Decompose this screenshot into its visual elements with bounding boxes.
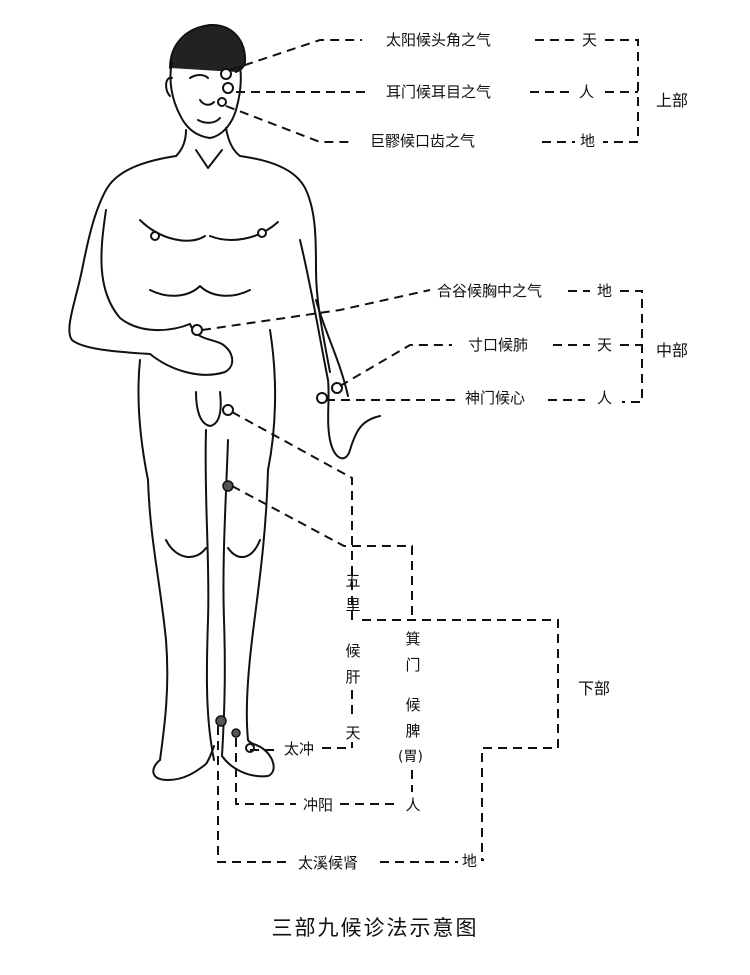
wuli-mid-2: 肝: [345, 668, 361, 686]
wuli-mid-1: 候: [345, 642, 361, 660]
lower-level-di: 地: [462, 852, 478, 870]
line-taiyang: [229, 39, 362, 71]
acupoints: [150, 68, 343, 753]
line-hegu: [201, 289, 431, 331]
jimen-level-ren: 人: [405, 796, 421, 814]
middle-label-cunkou: 寸口候肺: [468, 336, 529, 354]
middle-level-tian: 天: [597, 336, 613, 354]
jimen-mid-1: 候: [405, 696, 421, 714]
human-figure: [68, 23, 381, 781]
line-juliao: [225, 105, 352, 143]
wuli-level-tian: 天: [345, 724, 361, 742]
middle-level-di: 地: [597, 282, 613, 300]
leader-lines: [201, 39, 643, 863]
line-jimen: [231, 485, 413, 618]
middle-label-hegu: 合谷候胸中之气: [437, 282, 543, 300]
line-lower-bracket: [362, 619, 559, 861]
point-juliao: [217, 97, 227, 107]
point-jimen: [222, 480, 234, 492]
leg-outline: [147, 479, 169, 761]
label-taixi: 太溪候肾: [298, 854, 359, 872]
point-taichong: [231, 728, 241, 738]
point-wuli: [222, 404, 234, 416]
line-cunkou: [339, 344, 452, 387]
jimen-char-2: 门: [405, 656, 421, 674]
line-wuli: [231, 411, 353, 620]
diagram-caption: 三部九候诊法示意图: [271, 916, 479, 940]
line-upper-bracket: [530, 39, 639, 143]
jimen-char-1: 箕: [405, 630, 421, 648]
label-chongyang: 冲阳: [303, 796, 334, 814]
point-ermen: [222, 82, 234, 94]
middle-level-ren: 人: [597, 389, 613, 407]
label-taichong: 太冲: [284, 740, 315, 758]
upper-label-juliao: 巨髎候口齿之气: [370, 132, 476, 150]
point-taixi: [215, 715, 227, 727]
line-middle-bracket: [548, 290, 643, 403]
middle-label-shenmen: 神门候心: [465, 389, 526, 407]
jimen-note: (胃): [398, 748, 423, 766]
line-taichong-right: [322, 742, 353, 749]
wuli-char-2: 里: [345, 596, 361, 614]
torso-outline: [68, 155, 177, 355]
upper-label-taiyang: 太阳候头角之气: [386, 31, 492, 49]
point-nipple-right: [150, 231, 160, 241]
line-taixi: [217, 726, 292, 863]
region-lower: 下部: [578, 679, 611, 698]
upper-label-ermen: 耳门候耳目之气: [386, 83, 492, 101]
line-chongyang: [235, 738, 296, 805]
point-cunkou: [331, 382, 343, 394]
point-nipple-left: [257, 228, 267, 238]
region-middle: 中部: [656, 341, 689, 360]
point-shenmen: [316, 392, 328, 404]
upper-level-tian: 天: [582, 31, 598, 49]
point-hegu: [191, 324, 203, 336]
jimen-mid-2: 脾: [405, 722, 421, 740]
upper-level-di: 地: [580, 132, 596, 150]
wuli-char-1: 五: [345, 572, 361, 590]
point-taiyang: [220, 68, 232, 80]
head-outline: [169, 61, 242, 139]
upper-level-ren: 人: [579, 83, 595, 101]
region-upper: 上部: [656, 91, 689, 110]
